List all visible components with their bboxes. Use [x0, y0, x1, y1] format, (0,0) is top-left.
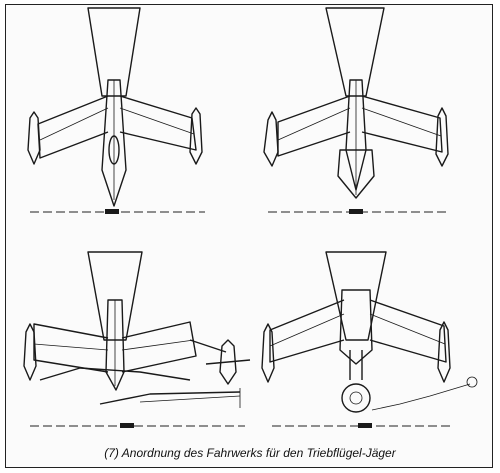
left-nacelle [23, 323, 37, 381]
vertical-rotor-blade [87, 7, 141, 97]
vertical-rotor-blade [325, 251, 387, 341]
main-gear-leg [349, 350, 363, 380]
left-nacelle [261, 323, 275, 383]
figure-frame [5, 4, 493, 468]
main-wheel [341, 383, 371, 413]
vertical-rotor-blade [87, 251, 143, 341]
outrigger-nacelle [219, 339, 237, 385]
vertical-rotor-blade [325, 7, 385, 97]
fuselage [339, 289, 373, 365]
view-bottom-right [261, 251, 478, 428]
figure-caption: (7) Anordnung des Fahrwerks für den Trie… [104, 446, 396, 460]
wide-gear-fairing [337, 149, 375, 199]
fuselage [101, 79, 127, 207]
left-wing [37, 95, 109, 159]
lower-fin [39, 367, 191, 381]
right-nacelle [437, 321, 451, 383]
right-wing [369, 299, 447, 363]
view-bottom-left [23, 251, 251, 428]
left-nacelle [27, 111, 41, 165]
left-nacelle [263, 111, 279, 167]
left-wing [33, 323, 109, 373]
outrigger-strut [189, 339, 227, 353]
left-wing [277, 95, 351, 157]
fuselage [345, 79, 367, 191]
nose-spinner [108, 135, 120, 165]
fuselage [105, 299, 125, 391]
view-top-left [27, 7, 205, 214]
small-wing-stub [205, 359, 251, 365]
view-top-right [263, 7, 450, 214]
right-wing [361, 95, 443, 153]
left-wing [269, 299, 345, 363]
right-nacelle [189, 107, 203, 165]
right-wing [119, 95, 197, 151]
ground-arc [371, 383, 471, 411]
right-nacelle [435, 107, 449, 167]
right-wing [121, 321, 197, 373]
ground-ramp [99, 391, 241, 405]
